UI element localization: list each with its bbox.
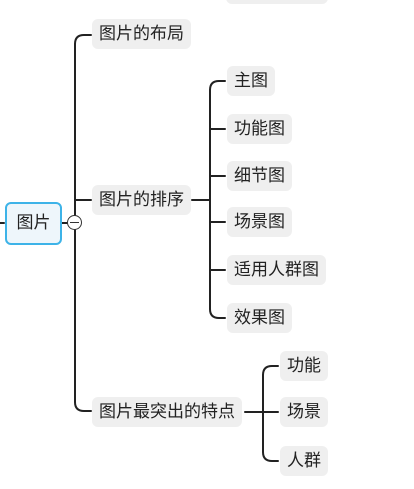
connector-child-2-6 [209,308,226,319]
connector-child-2-1 [209,80,226,91]
child-node-audience[interactable]: 人群 [280,446,328,476]
child-node-audience-image[interactable]: 适用人群图 [227,255,326,285]
connector-child-3-1 [262,365,279,376]
child-node-scene[interactable]: 场景 [280,397,328,427]
branch-node-features[interactable]: 图片最突出的特点 [92,397,242,427]
branch-node-order[interactable]: 图片的排序 [92,185,191,215]
child-node-scene-image[interactable]: 场景图 [227,207,292,237]
child-node-main-image[interactable]: 主图 [227,66,275,96]
child-node-detail-image[interactable]: 细节图 [227,161,292,191]
child-node-function-image[interactable]: 功能图 [227,114,292,144]
connector-branch-1 [74,34,92,45]
connector-branch-3 [74,401,92,412]
root-node[interactable]: 图片 [5,202,62,245]
clipped-node-top [226,0,328,4]
connector-child-3-3 [262,451,279,462]
child-node-effect-image[interactable]: 效果图 [227,303,292,333]
collapse-icon[interactable] [67,215,82,230]
branch-node-layout[interactable]: 图片的布局 [92,19,191,49]
child-node-function[interactable]: 功能 [280,351,328,381]
